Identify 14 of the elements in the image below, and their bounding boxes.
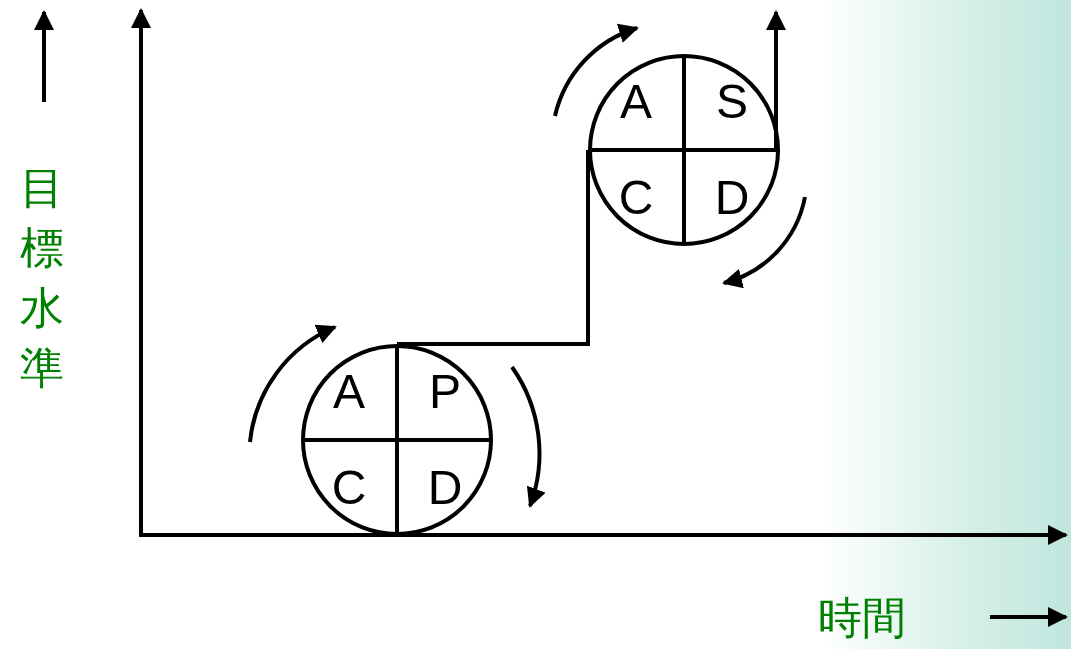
- step-line: [397, 150, 590, 346]
- arrow: [766, 10, 786, 150]
- axis-title: 目標水準: [20, 161, 65, 395]
- quadrant-letter: D: [427, 464, 463, 512]
- axis-title: 時間: [818, 596, 906, 640]
- pdca-circle: [588, 54, 780, 246]
- quadrant-letter: A: [620, 78, 652, 126]
- quadrant-letter: P: [429, 368, 461, 416]
- quadrant-letter: C: [331, 464, 367, 512]
- quadrant-letter: A: [333, 368, 365, 416]
- quadrant-letter: D: [714, 174, 750, 222]
- pdca-circle: [301, 344, 493, 536]
- quadrant-letter: C: [618, 174, 654, 222]
- quadrant-letter: S: [716, 78, 748, 126]
